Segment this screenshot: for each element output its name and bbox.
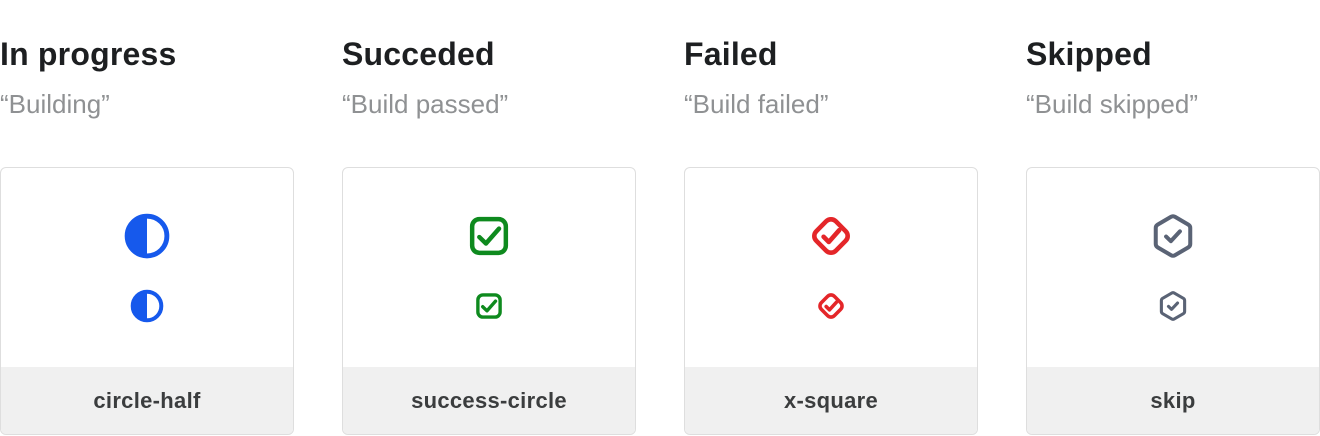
check-hexagon-icon-small: [1158, 291, 1189, 322]
circle-half-icon-small: [130, 289, 164, 323]
icon-card: circle-half: [0, 167, 294, 435]
icon-name-label: circle-half: [93, 387, 201, 413]
status-message: “Build failed”: [684, 89, 829, 119]
icon-preview-area: [685, 168, 977, 368]
icon-preview-area: [1, 168, 293, 368]
icon-name-footer: success-circle: [343, 367, 635, 434]
icon-card: success-circle: [342, 167, 636, 435]
status-title: Skipped: [1026, 36, 1152, 72]
icon-name-label: x-square: [783, 387, 879, 413]
icon-preview-area: [1027, 168, 1319, 368]
status-title: Succeded: [342, 36, 495, 72]
icon-name-footer: x-square: [685, 367, 977, 434]
status-column-failed: Failed “Build failed” x-square: [684, 0, 978, 436]
circle-half-icon: [124, 213, 170, 259]
icon-card: skip: [1026, 167, 1320, 435]
check-square-icon: [468, 215, 511, 258]
icon-card: x-square: [684, 167, 978, 435]
icon-preview-area: [343, 168, 635, 368]
check-diamond-icon-small: [815, 290, 848, 323]
status-column-skipped: Skipped “Build skipped” skip: [1026, 0, 1320, 436]
status-message: “Building”: [0, 89, 110, 119]
status-column-succeded: Succeded “Build passed” succes: [342, 0, 636, 436]
icon-name-footer: circle-half: [1, 367, 293, 434]
status-message: “Build passed”: [342, 89, 509, 119]
icon-name-label: success-circle: [411, 387, 567, 413]
icon-name-footer: skip: [1027, 367, 1319, 434]
status-message: “Build skipped”: [1026, 89, 1198, 119]
status-title: In progress: [0, 36, 177, 72]
check-square-icon-small: [475, 292, 504, 321]
check-hexagon-icon: [1150, 213, 1196, 259]
icon-name-label: skip: [1150, 387, 1196, 413]
check-diamond-icon: [807, 212, 855, 260]
status-title: Failed: [684, 36, 778, 72]
status-column-in-progress: In progress “Building” circle-: [0, 0, 294, 436]
